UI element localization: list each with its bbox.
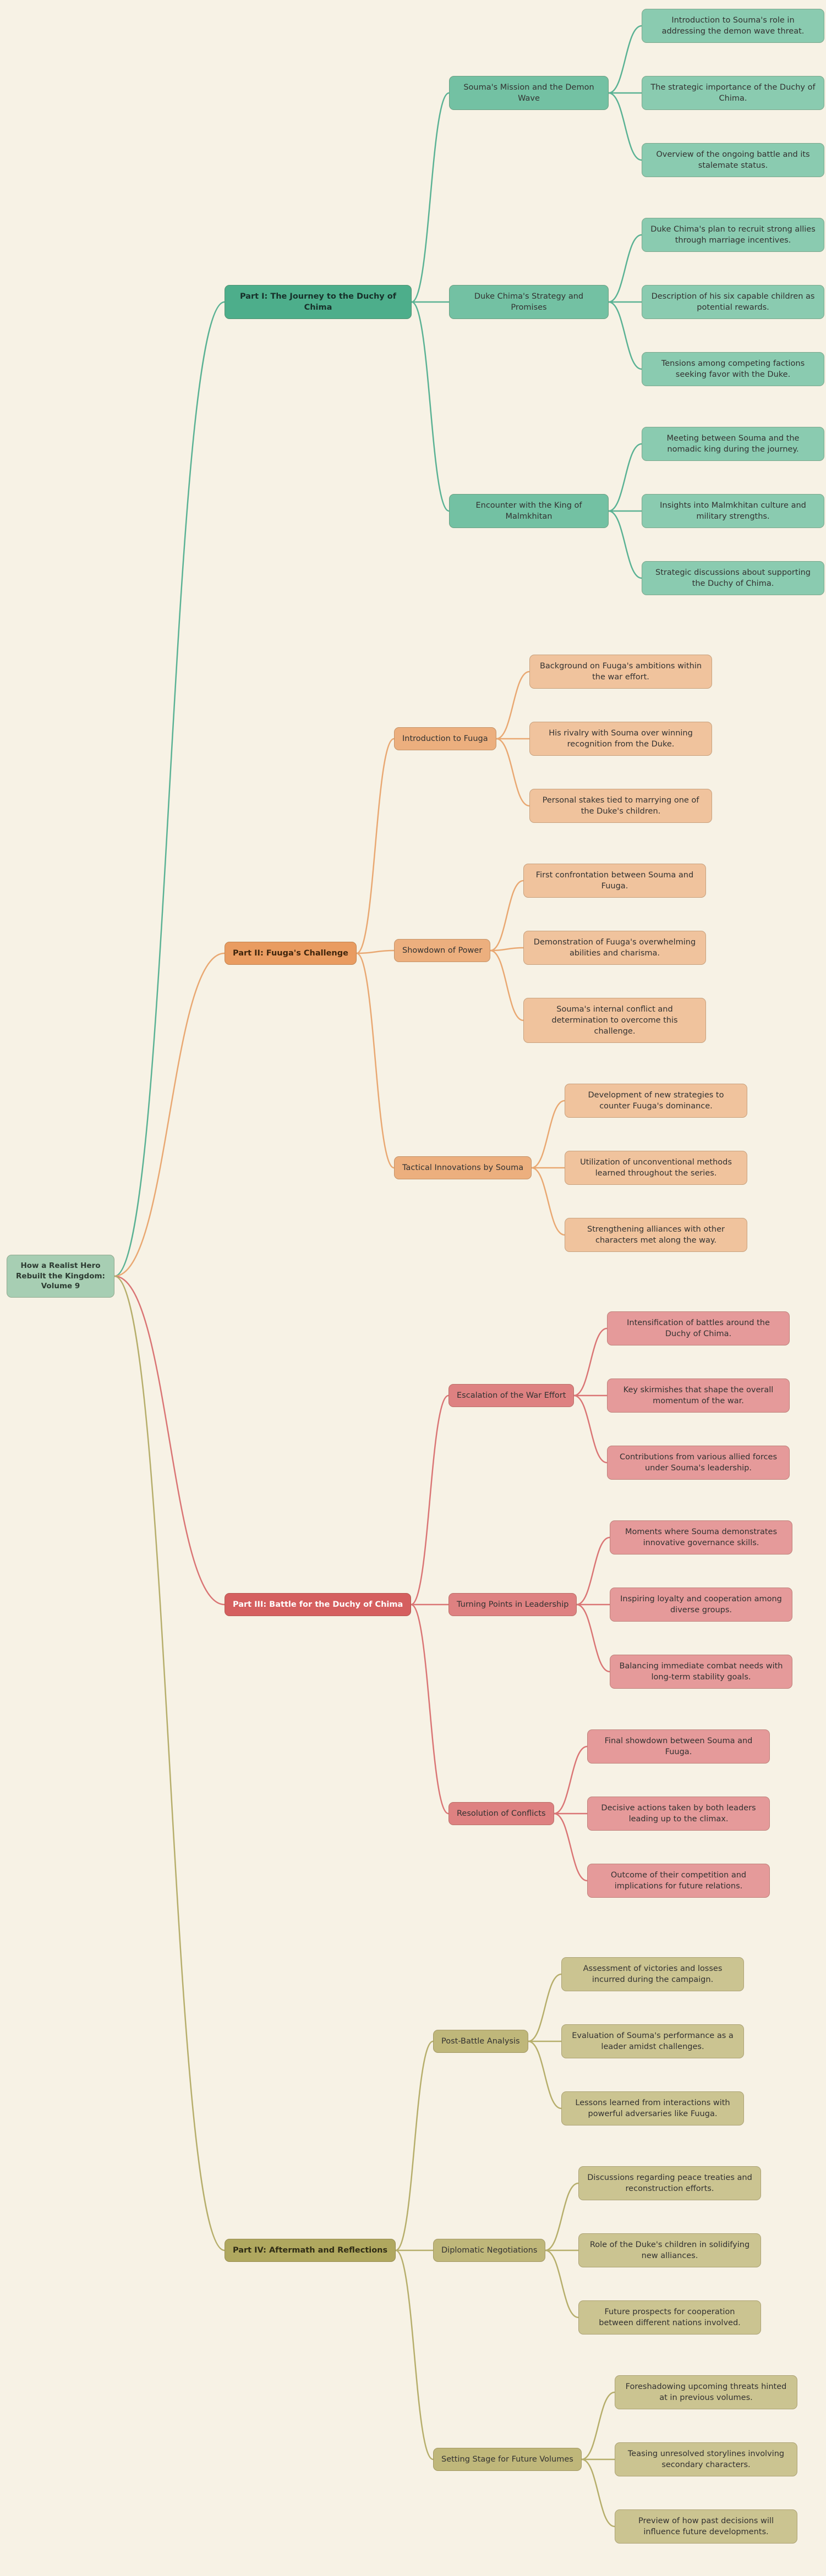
branch-edge xyxy=(581,2458,616,2528)
leaf-node[interactable]: Balancing immediate combat needs with lo… xyxy=(610,1655,792,1689)
branch-node[interactable]: Part IV: Aftermath and Reflections xyxy=(225,2239,396,2262)
topic-node[interactable]: Resolution of Conflicts xyxy=(448,1802,554,1825)
leaf-node[interactable]: Teasing unresolved storylines involving … xyxy=(615,2442,797,2476)
leaf-node[interactable]: Foreshadowing upcoming threats hinted at… xyxy=(615,2375,797,2409)
branch-edge xyxy=(608,234,643,303)
branch-edge xyxy=(113,301,226,1277)
branch-edge xyxy=(553,1745,588,1815)
branch-edge xyxy=(355,949,395,954)
leaf-node[interactable]: Meeting between Souma and the nomadic ki… xyxy=(642,427,824,461)
branch-edge xyxy=(355,738,395,954)
branch-edge xyxy=(489,947,524,952)
topic-node[interactable]: Introduction to Fuuga xyxy=(394,727,496,750)
leaf-node[interactable]: Contributions from various allied forces… xyxy=(607,1446,790,1480)
branch-edge xyxy=(411,301,450,512)
branch-edge xyxy=(395,2040,434,2251)
branch-edge xyxy=(576,1536,611,1606)
leaf-node[interactable]: Evaluation of Souma's performance as a l… xyxy=(561,2024,744,2058)
leaf-node[interactable]: Insights into Malmkhitan culture and mil… xyxy=(642,494,824,528)
leaf-node[interactable]: Discussions regarding peace treaties and… xyxy=(578,2166,761,2200)
branch-edge xyxy=(530,1167,566,1236)
branch-edge xyxy=(527,1973,562,2042)
topic-node[interactable]: Setting Stage for Future Volumes xyxy=(433,2448,582,2471)
branch-edge xyxy=(581,2391,616,2460)
leaf-node[interactable]: Background on Fuuga's ambitions within t… xyxy=(529,655,712,689)
leaf-node[interactable]: Moments where Souma demonstrates innovat… xyxy=(610,1520,792,1555)
topic-node[interactable]: Duke Chima's Strategy and Promises xyxy=(449,285,609,319)
leaf-node[interactable]: Decisive actions taken by both leaders l… xyxy=(587,1797,770,1831)
root-node[interactable]: How a Realist Hero Rebuilt the Kingdom: … xyxy=(7,1255,114,1298)
leaf-node[interactable]: Outcome of their competition and implica… xyxy=(587,1864,770,1898)
branch-edge xyxy=(608,510,643,579)
leaf-node[interactable]: Final showdown between Souma and Fuuga. xyxy=(587,1729,770,1764)
leaf-node[interactable]: Preview of how past decisions will influ… xyxy=(615,2509,797,2544)
branch-edge xyxy=(544,2249,579,2319)
branch-edge xyxy=(395,2249,434,2460)
leaf-node[interactable]: First confrontation between Souma and Fu… xyxy=(523,864,706,898)
branch-edge xyxy=(495,738,530,807)
leaf-node[interactable]: Strategic discussions about supporting t… xyxy=(642,561,824,595)
leaf-node[interactable]: Personal stakes tied to marrying one of … xyxy=(529,789,712,823)
leaf-node[interactable]: His rivalry with Souma over winning reco… xyxy=(529,722,712,756)
leaf-node[interactable]: Utilization of unconventional methods le… xyxy=(565,1151,747,1185)
branch-edge xyxy=(576,1603,611,1673)
branch-edge xyxy=(608,301,643,370)
topic-node[interactable]: Tactical Innovations by Souma xyxy=(394,1156,532,1179)
leaf-node[interactable]: Strengthening alliances with other chara… xyxy=(565,1218,747,1252)
branch-edge xyxy=(411,92,450,303)
branch-edge xyxy=(544,2182,579,2251)
leaf-node[interactable]: Future prospects for cooperation between… xyxy=(578,2300,761,2335)
branch-edge xyxy=(410,1394,450,1606)
branch-edge xyxy=(608,443,643,512)
leaf-node[interactable]: Lessons learned from interactions with p… xyxy=(561,2091,744,2125)
branch-edge xyxy=(527,2040,562,2110)
branch-edge xyxy=(530,1100,566,1169)
leaf-node[interactable]: Intensification of battles around the Du… xyxy=(607,1311,790,1345)
branch-edge xyxy=(113,1275,226,2251)
branch-edge xyxy=(113,1275,226,1606)
leaf-node[interactable]: Demonstration of Fuuga's overwhelming ab… xyxy=(523,931,706,965)
leaf-node[interactable]: Description of his six capable children … xyxy=(642,285,824,319)
branch-node[interactable]: Part I: The Journey to the Duchy of Chim… xyxy=(225,285,412,319)
leaf-node[interactable]: Duke Chima's plan to recruit strong alli… xyxy=(642,218,824,252)
leaf-node[interactable]: Assessment of victories and losses incur… xyxy=(561,1957,744,1991)
topic-node[interactable]: Encounter with the King of Malmkhitan xyxy=(449,494,609,528)
branch-edge xyxy=(489,949,524,1021)
topic-node[interactable]: Showdown of Power xyxy=(394,939,491,962)
branch-edge xyxy=(410,1603,450,1815)
branch-edge xyxy=(573,1327,608,1397)
leaf-node[interactable]: Inspiring loyalty and cooperation among … xyxy=(610,1588,792,1622)
leaf-node[interactable]: Development of new strategies to counter… xyxy=(565,1084,747,1118)
branch-edge xyxy=(489,880,524,952)
branch-edge xyxy=(495,671,530,740)
topic-node[interactable]: Diplomatic Negotiations xyxy=(433,2239,546,2262)
topic-node[interactable]: Souma's Mission and the Demon Wave xyxy=(449,76,609,110)
branch-edge xyxy=(113,952,226,1277)
leaf-node[interactable]: Overview of the ongoing battle and its s… xyxy=(642,143,824,177)
branch-edge xyxy=(608,92,643,161)
branch-edge xyxy=(553,1812,588,1882)
leaf-node[interactable]: Role of the Duke's children in solidifyi… xyxy=(578,2233,761,2267)
topic-node[interactable]: Escalation of the War Effort xyxy=(448,1384,575,1407)
leaf-node[interactable]: Souma's internal conflict and determinat… xyxy=(523,998,706,1043)
leaf-node[interactable]: Introduction to Souma's role in addressi… xyxy=(642,9,824,43)
branch-node[interactable]: Part II: Fuuga's Challenge xyxy=(225,942,357,965)
topic-node[interactable]: Post-Battle Analysis xyxy=(433,2030,528,2053)
branch-edge xyxy=(608,25,643,94)
branch-node[interactable]: Part III: Battle for the Duchy of Chima xyxy=(225,1593,412,1616)
topic-node[interactable]: Turning Points in Leadership xyxy=(448,1593,577,1616)
leaf-node[interactable]: The strategic importance of the Duchy of… xyxy=(642,76,824,110)
leaf-node[interactable]: Tensions among competing factions seekin… xyxy=(642,352,824,386)
branch-edge xyxy=(355,952,395,1169)
leaf-node[interactable]: Key skirmishes that shape the overall mo… xyxy=(607,1378,790,1413)
branch-edge xyxy=(573,1394,608,1464)
